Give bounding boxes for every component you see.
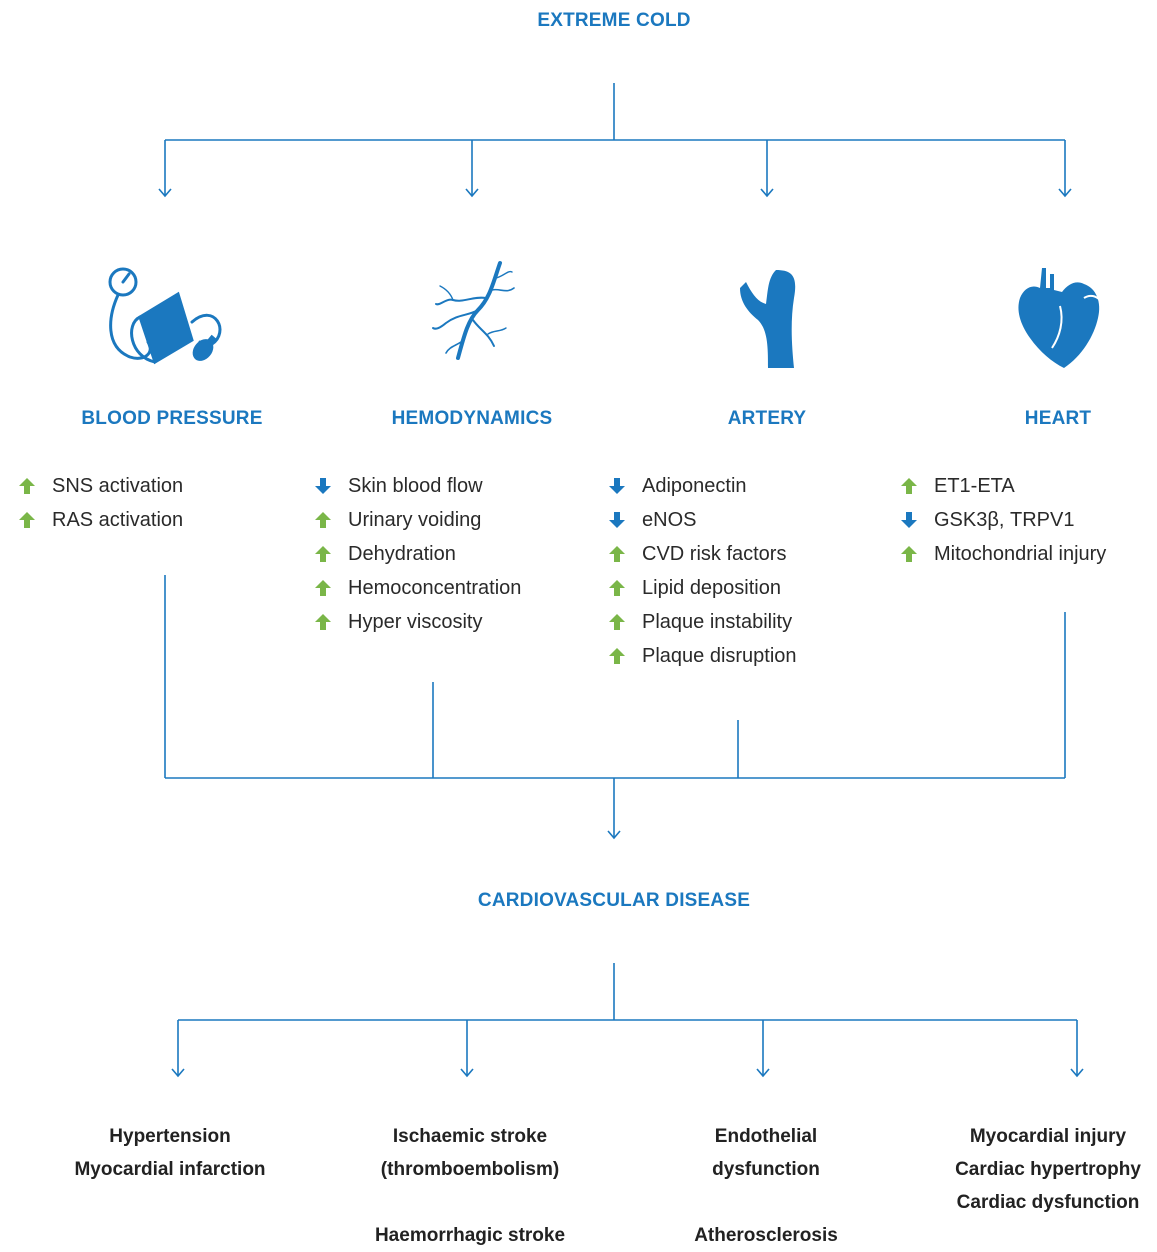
factor-text: SNS activation (52, 474, 184, 497)
factor-text: RAS activation (52, 508, 184, 531)
factor-text: ET1-ETA (934, 474, 1015, 497)
factor-text: GSK3β, TRPV1 (934, 508, 1075, 531)
arrowhead (607, 830, 621, 840)
outcome-line: Endothelial (714, 1126, 818, 1147)
artery-icon (740, 270, 796, 368)
arrow-up-icon (609, 648, 625, 664)
factor-item: eNOS (608, 503, 797, 537)
factor-text: Hemoconcentration (348, 576, 522, 599)
arrowhead (760, 188, 774, 198)
arrow-down-icon (609, 512, 625, 528)
factor-text: Adiponectin (642, 474, 747, 497)
outcome-line: (thromboembolism) (380, 1159, 560, 1180)
outcome-line: Myocardial injury (969, 1126, 1127, 1147)
outcome-line: Atherosclerosis (694, 1225, 838, 1246)
factor-text: Lipid deposition (642, 576, 781, 599)
outcome-line: dysfunction (712, 1159, 820, 1180)
heading-heart: HEART (1024, 408, 1092, 429)
outcome-line (375, 1186, 565, 1219)
heading-blood-pressure: BLOOD PRESSURE (81, 408, 263, 429)
arrow-up-icon (315, 614, 331, 630)
factor-item: CVD risk factors (608, 537, 797, 571)
factor-item: Lipid deposition (608, 571, 797, 605)
factor-item: Mitochondrial injury (900, 537, 1106, 571)
outcome-line: Haemorrhagic stroke (374, 1225, 566, 1246)
arrowhead (460, 1068, 474, 1078)
factor-text: Mitochondrial injury (934, 542, 1107, 565)
factor-item: GSK3β, TRPV1 (900, 503, 1106, 537)
outcome-line (694, 1186, 838, 1219)
arrowhead (158, 188, 172, 198)
outcome-group: Endothelial dysfunction Atherosclerosis (694, 1120, 838, 1252)
factor-item: SNS activation (18, 469, 183, 503)
factor-item: Urinary voiding (314, 503, 521, 537)
factor-text: Skin blood flow (348, 474, 483, 497)
factor-item: Plaque disruption (608, 639, 797, 673)
heading-cardiovascular-disease: CARDIOVASCULAR DISEASE (477, 890, 751, 911)
factor-item: Skin blood flow (314, 469, 521, 503)
title-extreme-cold: EXTREME COLD (537, 10, 691, 31)
factor-text: Urinary voiding (348, 508, 482, 531)
factor-item: ET1-ETA (900, 469, 1106, 503)
factor-item: RAS activation (18, 503, 183, 537)
outcome-line: Hypertension (109, 1126, 231, 1147)
arrow-up-icon (315, 580, 331, 596)
arrow-up-icon (19, 478, 35, 494)
arrow-up-icon (19, 512, 35, 528)
arrow-up-icon (609, 546, 625, 562)
outcome-group: Ischaemic stroke (thromboembolism) Haemor… (375, 1120, 565, 1252)
arrow-down-icon (315, 478, 331, 494)
factor-item: Hyper viscosity (314, 605, 521, 639)
outcome-line: Ischaemic stroke (392, 1126, 548, 1147)
factor-text: CVD risk factors (642, 542, 787, 565)
outcome-line: Cardiac dysfunction (956, 1192, 1140, 1213)
factor-item: Adiponectin (608, 469, 797, 503)
heading-artery: ARTERY (727, 408, 807, 429)
arrowhead (465, 188, 479, 198)
arrow-up-icon (901, 478, 917, 494)
arrow-down-icon (609, 478, 625, 494)
arrow-down-icon (901, 512, 917, 528)
arrow-up-icon (315, 546, 331, 562)
outcome-line: Myocardial infarction (74, 1159, 266, 1180)
factor-item: Plaque instability (608, 605, 797, 639)
factor-text: Hyper viscosity (348, 610, 483, 633)
blood-pressure-cuff-icon (108, 267, 222, 365)
arrow-up-icon (315, 512, 331, 528)
arrowhead (171, 1068, 185, 1078)
factor-item: Hemoconcentration (314, 571, 521, 605)
factor-text: Dehydration (348, 542, 456, 565)
factor-item: Dehydration (314, 537, 521, 571)
arrow-up-icon (609, 614, 625, 630)
outcome-line: Cardiac hypertrophy (955, 1159, 1141, 1180)
arrowhead (1070, 1068, 1084, 1078)
blood-vessels-icon (432, 261, 515, 360)
heading-hemodynamics: HEMODYNAMICS (391, 408, 553, 429)
arrowhead (1058, 188, 1072, 198)
factor-text: Plaque disruption (642, 644, 797, 667)
heart-icon (1018, 268, 1101, 368)
arrow-up-icon (901, 546, 917, 562)
factor-text: eNOS (642, 508, 697, 531)
arrowhead (756, 1068, 770, 1078)
arrow-up-icon (609, 580, 625, 596)
factor-text: Plaque instability (642, 610, 793, 633)
